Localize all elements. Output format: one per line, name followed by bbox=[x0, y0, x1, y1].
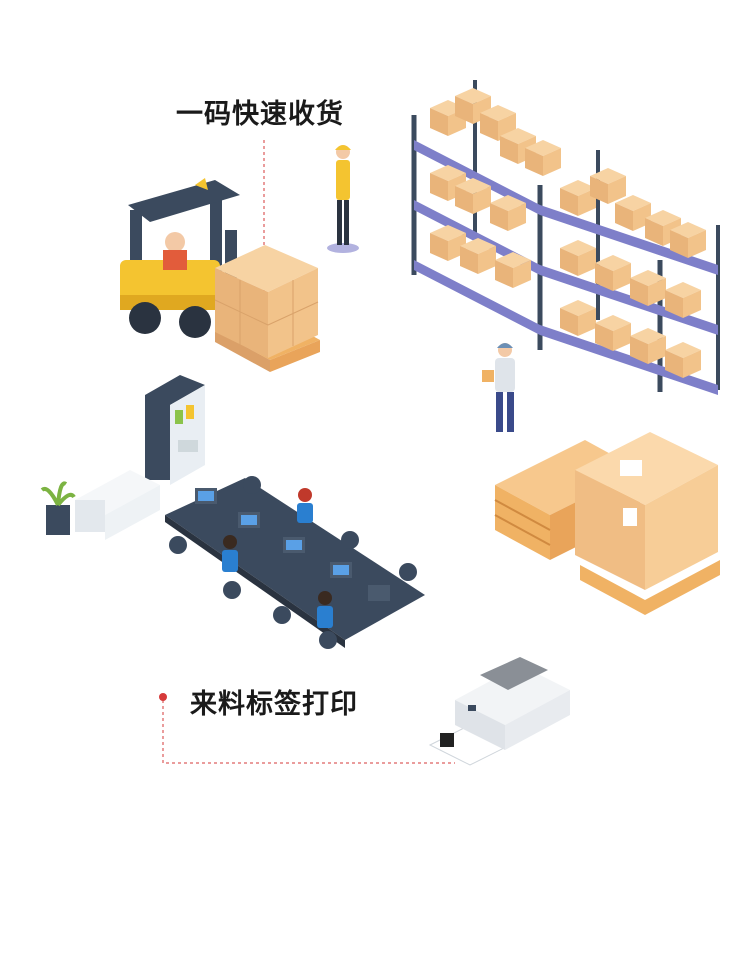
callout-print bbox=[159, 693, 455, 764]
worker-standing bbox=[327, 145, 359, 253]
forklift bbox=[120, 178, 320, 372]
receive-label: 一码快速收货 bbox=[176, 99, 344, 130]
print-label: 来料标签打印 bbox=[190, 689, 358, 720]
storage-rack bbox=[411, 80, 720, 395]
worker-inspector bbox=[482, 343, 515, 432]
office-workstations bbox=[165, 476, 425, 649]
bookshelf bbox=[145, 375, 205, 485]
potted-plant bbox=[40, 481, 76, 535]
sofa bbox=[75, 470, 160, 540]
large-carton bbox=[575, 432, 720, 615]
label-printer bbox=[428, 657, 570, 766]
